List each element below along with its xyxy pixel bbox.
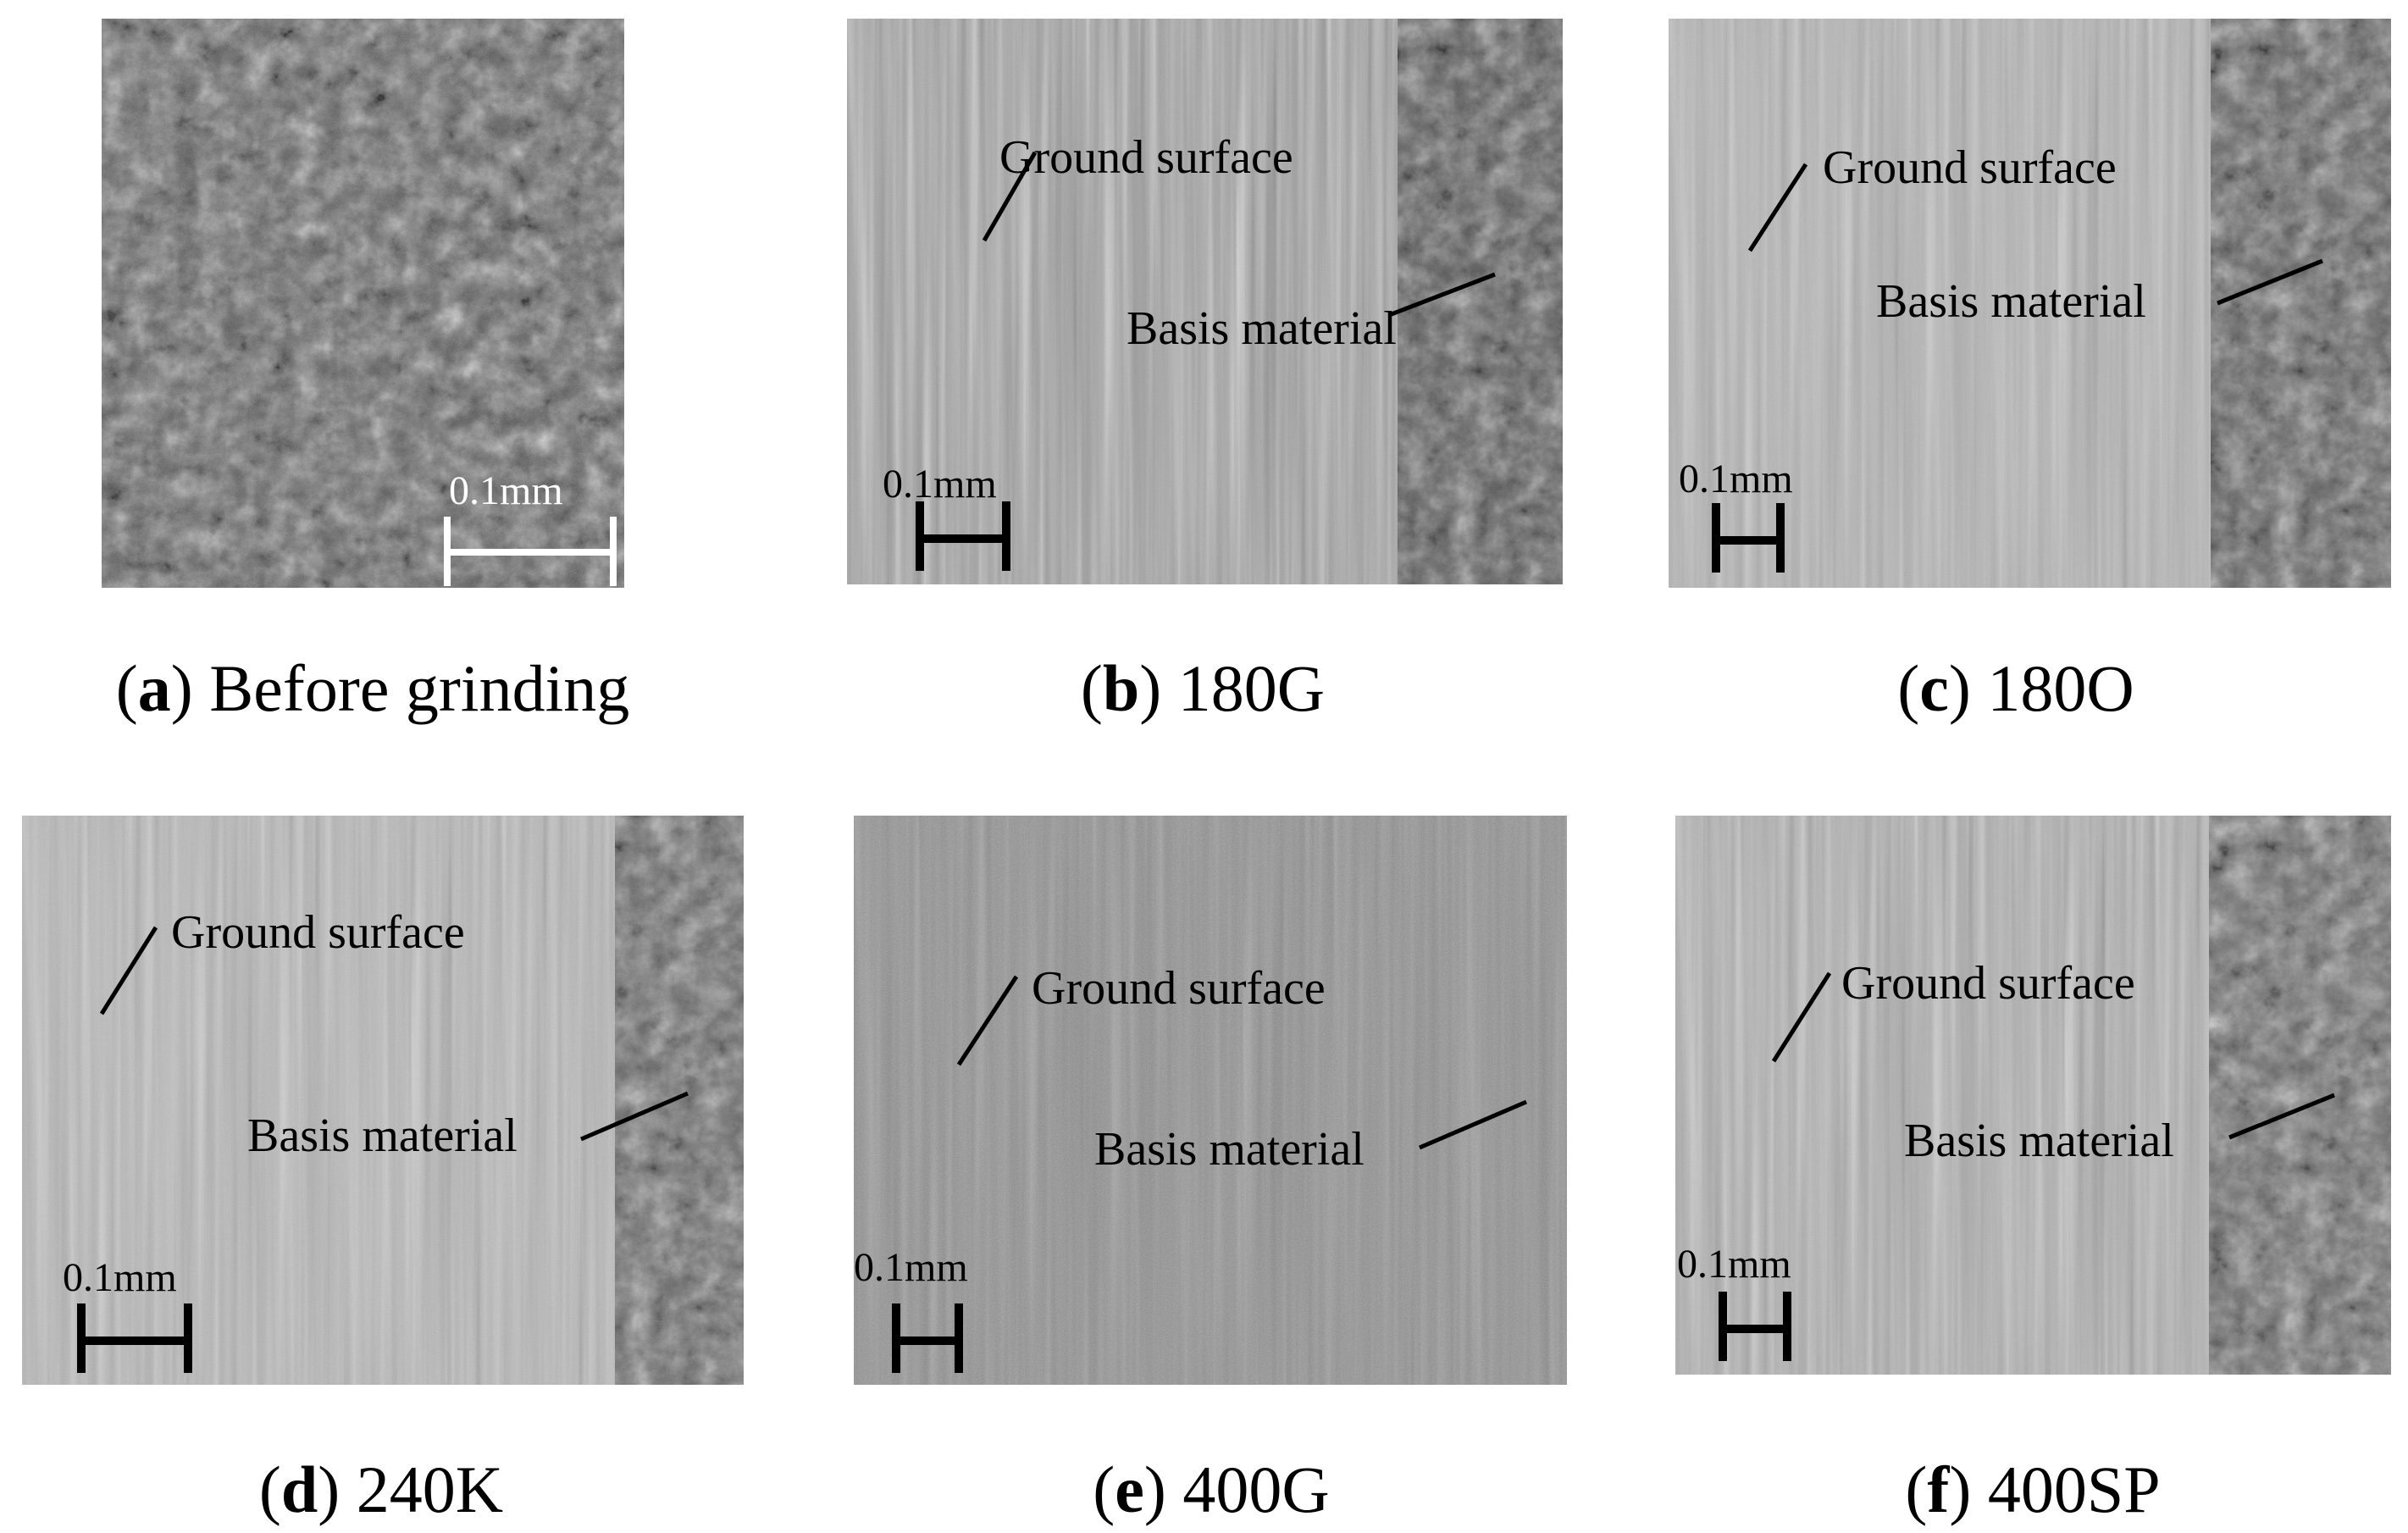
scale-label: 0.1mm [883, 462, 997, 506]
caption-f: (f) 400SP [1905, 1453, 2161, 1526]
micrograph-e: Ground surface Basis material 0.1mm [854, 816, 1567, 1385]
basis-material-label: Basis material [247, 1110, 518, 1162]
basis-material-label: Basis material [1876, 275, 2146, 328]
caption-a: (a) Before grinding [115, 651, 630, 725]
caption-c: (c) 180O [1897, 651, 2134, 725]
ground-surface-label: Ground surface [171, 906, 465, 959]
scale-label: 0.1mm [449, 468, 563, 513]
ground-surface-label: Ground surface [1823, 141, 2117, 194]
micrograph-a: 0.1mm [102, 19, 624, 588]
basis-material-label: Basis material [1094, 1123, 1365, 1176]
ground-surface-label: Ground surface [1841, 957, 2135, 1010]
scale-label: 0.1mm [854, 1245, 968, 1290]
micrograph-d: Ground surface Basis material 0.1mm [22, 816, 744, 1385]
scale-label: 0.1mm [1677, 1242, 1791, 1287]
caption-d: (d) 240K [258, 1453, 504, 1526]
basis-material-label: Basis material [1127, 302, 1397, 355]
ground-surface-label: Ground surface [999, 131, 1293, 184]
micrograph-b: Ground surface Basis material 0.1mm [847, 19, 1563, 584]
micrograph-f: Ground surface Basis material 0.1mm [1675, 816, 2391, 1375]
caption-e: (e) 400G [1093, 1453, 1330, 1526]
basis-material-label: Basis material [1904, 1115, 2174, 1167]
ground-surface-label: Ground surface [1032, 962, 1326, 1015]
scale-label: 0.1mm [1679, 457, 1793, 501]
caption-b: (b) 180G [1080, 651, 1326, 725]
scale-label: 0.1mm [63, 1255, 177, 1300]
micrograph-c: Ground surface Basis material 0.1mm [1669, 19, 2391, 588]
